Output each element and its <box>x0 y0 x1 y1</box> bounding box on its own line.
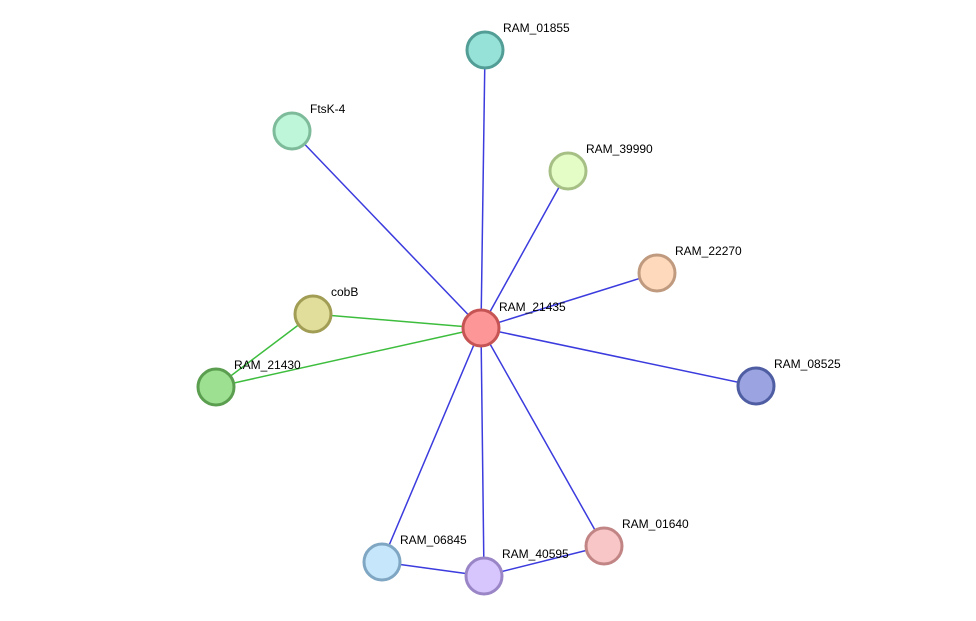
node-circle[interactable] <box>196 367 236 407</box>
node-RAM_39990[interactable]: RAM_39990 <box>548 142 653 191</box>
node-circle[interactable] <box>461 308 501 348</box>
edge-RAM_21435-RAM_01855 <box>480 49 486 329</box>
node-RAM_21430[interactable]: RAM_21430 <box>196 358 301 407</box>
node-circle[interactable] <box>464 556 504 596</box>
node-circle[interactable] <box>362 542 402 582</box>
edges-layer <box>215 49 757 577</box>
edge-RAM_21435-RAM_06845 <box>381 327 482 563</box>
node-RAM_22270[interactable]: RAM_22270 <box>637 244 742 293</box>
node-circle[interactable] <box>637 253 677 293</box>
edge-RAM_21435-cobB <box>312 313 482 329</box>
nodes-layer: RAM_21435 RAM_01855FtsK-4RAM_39990RAM_222… <box>196 21 841 596</box>
node-label: cobB <box>331 285 358 299</box>
node-circle[interactable] <box>584 526 624 566</box>
node-circle[interactable] <box>548 151 588 191</box>
edge-RAM_21435-RAM_01640 <box>480 327 605 547</box>
node-label: RAM_01640 <box>622 517 689 531</box>
edge-cobB-RAM_21430 <box>215 313 314 388</box>
node-RAM_06845[interactable]: RAM_06845 <box>362 533 467 582</box>
node-label: RAM_22270 <box>675 244 742 258</box>
node-label: RAM_21435 <box>499 300 566 314</box>
node-label: RAM_06845 <box>400 533 467 547</box>
node-circle[interactable] <box>736 366 776 406</box>
node-RAM_01640[interactable]: RAM_01640 <box>584 517 689 566</box>
node-circle[interactable] <box>272 111 312 151</box>
node-label: RAM_01855 <box>503 21 570 35</box>
edge-RAM_21435-RAM_22270 <box>480 272 658 329</box>
node-cobB[interactable]: cobB <box>293 285 358 334</box>
edge-RAM_21435-RAM_08525 <box>480 327 757 387</box>
node-label: RAM_08525 <box>774 357 841 371</box>
node-label: RAM_40595 <box>502 547 569 561</box>
edge-RAM_21435-FtsK-4 <box>291 130 482 329</box>
node-RAM_01855[interactable]: RAM_01855 <box>465 21 570 70</box>
node-circle[interactable] <box>465 30 505 70</box>
node-RAM_08525[interactable]: RAM_08525 <box>736 357 841 406</box>
node-label: RAM_39990 <box>586 142 653 156</box>
node-circle[interactable] <box>293 294 333 334</box>
edge-RAM_21435-RAM_40595 <box>480 327 485 577</box>
node-label: FtsK-4 <box>310 102 346 116</box>
edge-RAM_21435-RAM_39990 <box>480 170 569 329</box>
node-RAM_40595[interactable]: RAM_40595 <box>464 547 569 596</box>
node-RAM_21435[interactable]: RAM_21435 <box>461 300 566 348</box>
node-FtsK-4[interactable]: FtsK-4 <box>272 102 346 151</box>
edge-RAM_21435-RAM_21430 <box>215 327 482 388</box>
edge-RAM_40595-RAM_01640 <box>483 545 605 577</box>
node-label: RAM_21430 <box>234 358 301 372</box>
